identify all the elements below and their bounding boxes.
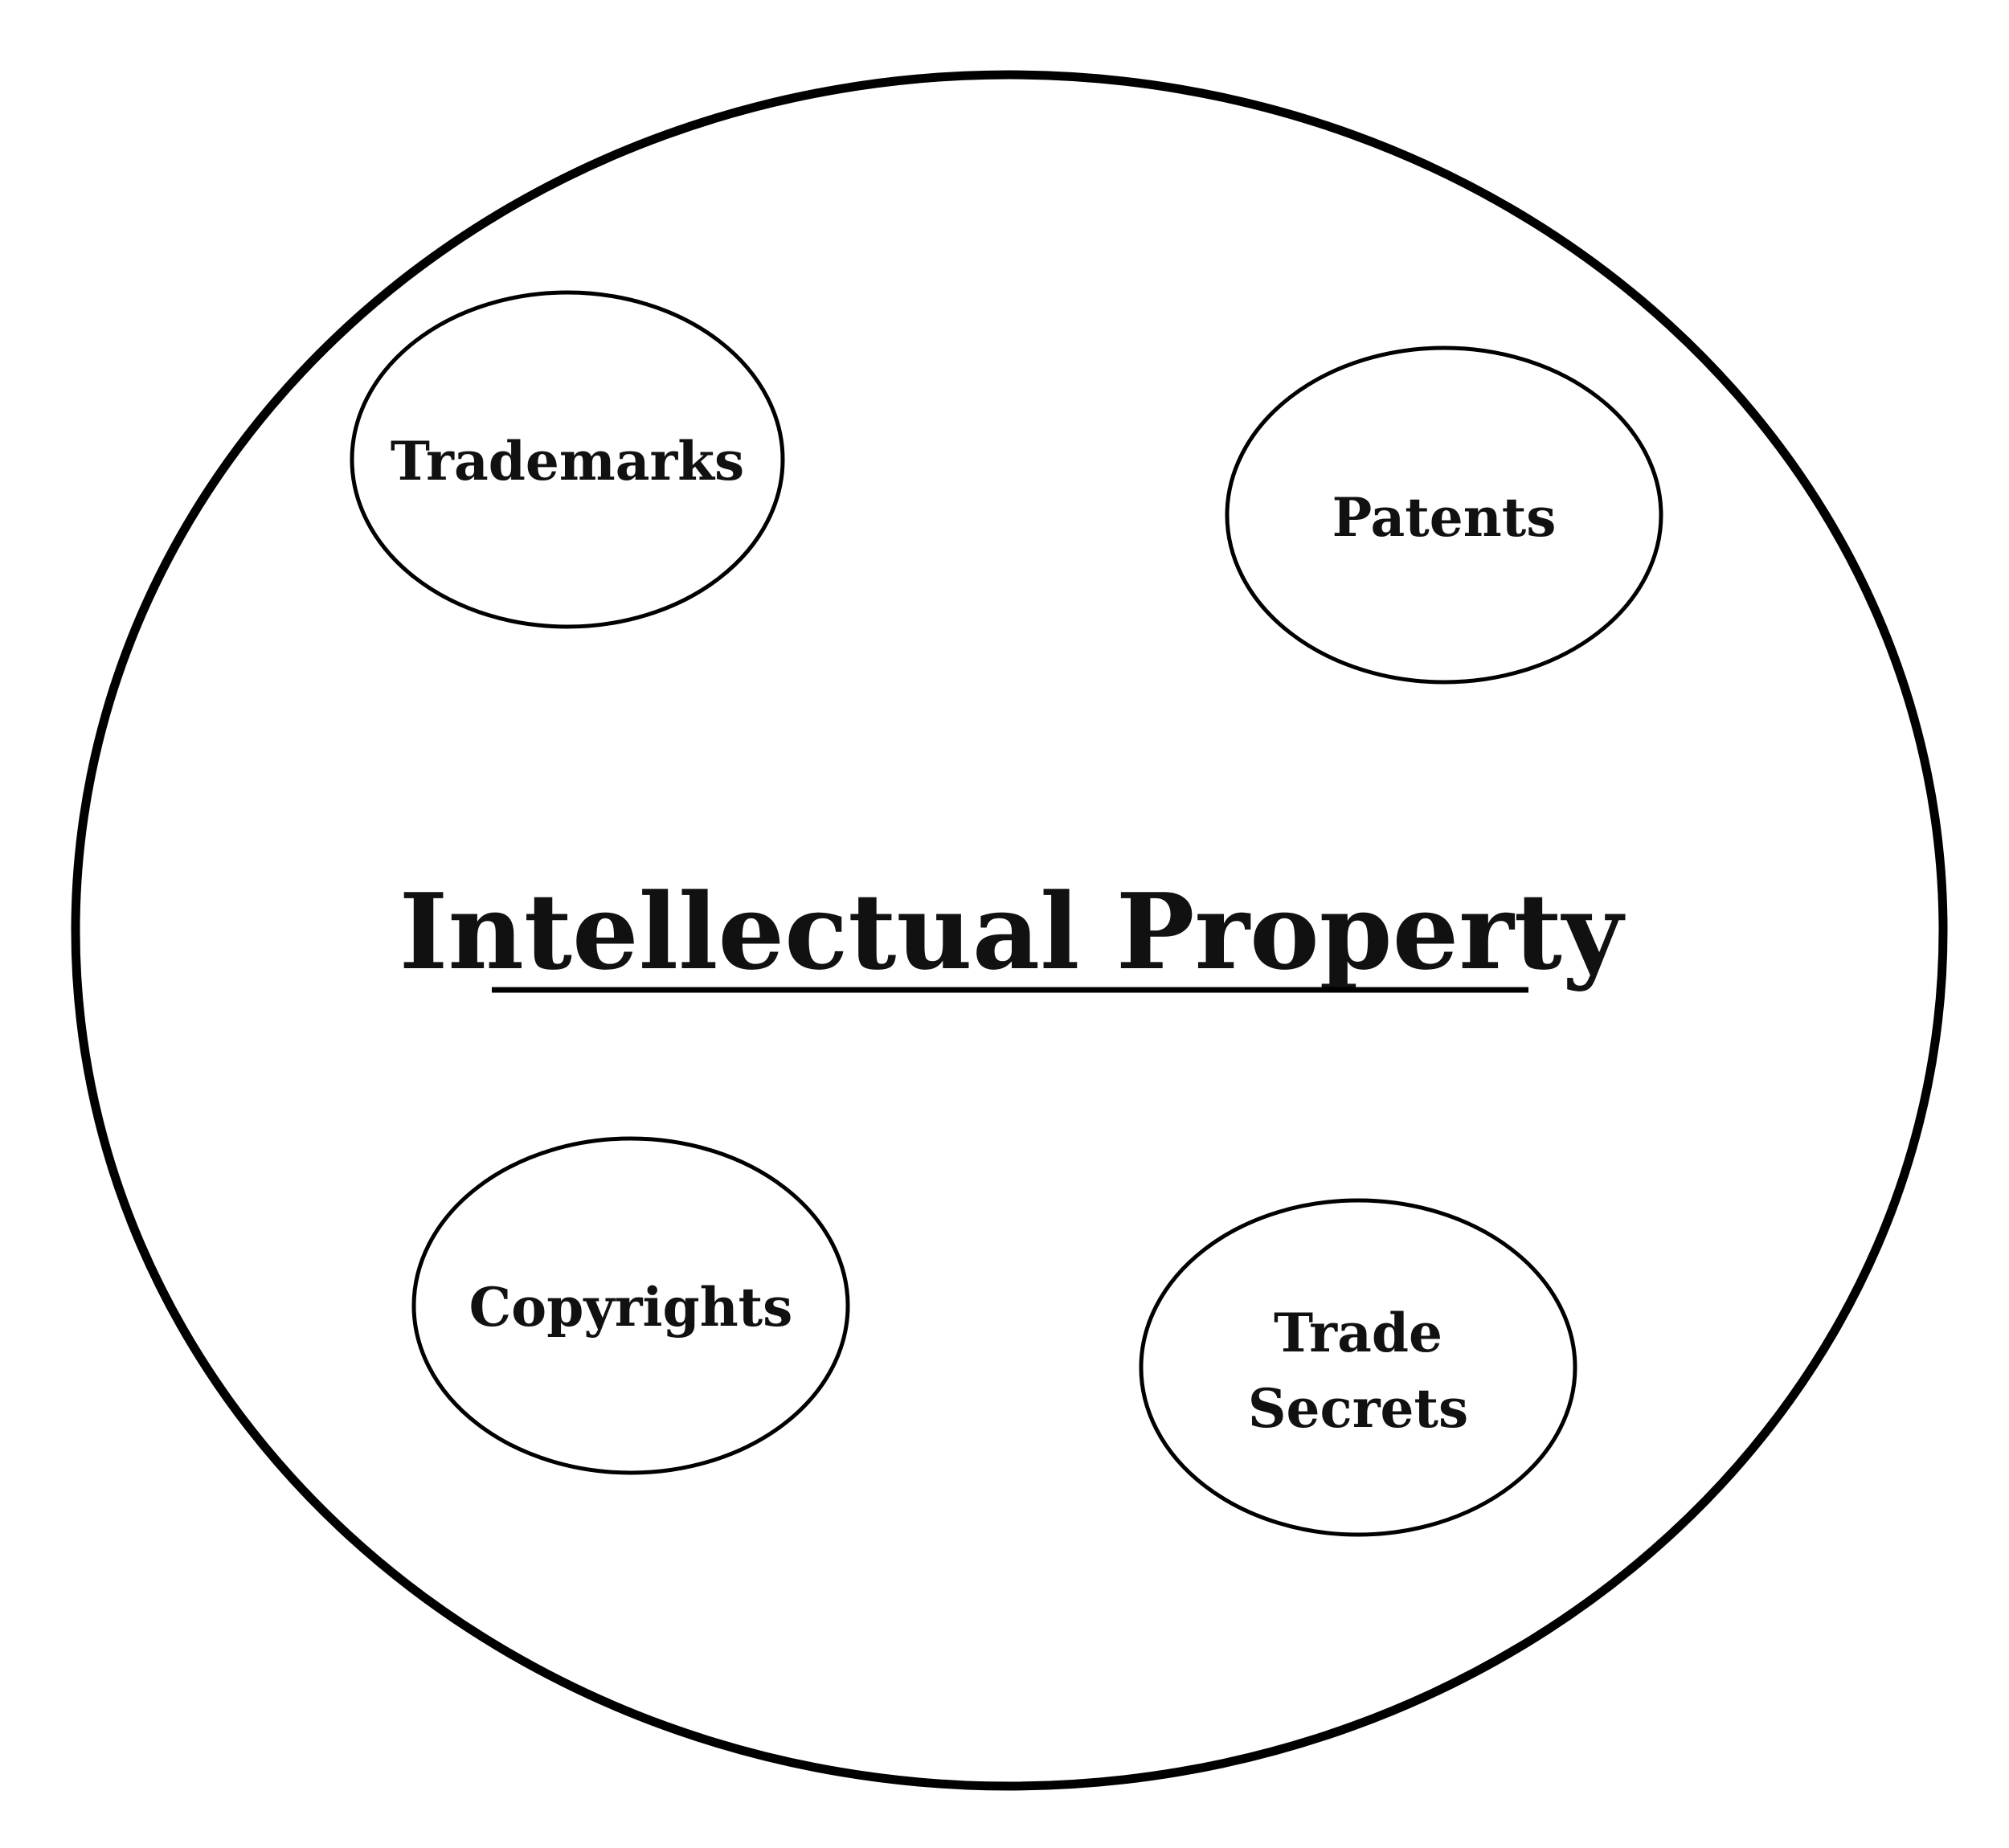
category-trade-secrets: Trade Secrets: [1139, 1198, 1577, 1537]
trade-secrets-label-line1: Trade: [1274, 1302, 1442, 1364]
category-trademarks: Trademarks: [350, 290, 785, 629]
trademarks-ellipse: [350, 290, 785, 629]
outer-ellipse: [71, 70, 1948, 1791]
trade-secrets-label-line2: Secrets: [1248, 1377, 1468, 1440]
trade-secrets-ellipse: [1139, 1198, 1577, 1537]
main-title: Intellectual Property: [399, 870, 1626, 993]
category-patents: Patents: [1225, 345, 1663, 685]
patents-label: Patents: [1332, 486, 1557, 549]
copyrights-ellipse: [411, 1136, 850, 1475]
trademarks-label: Trademarks: [391, 430, 744, 493]
category-copyrights: Copyrights: [411, 1136, 850, 1475]
copyrights-label: Copyrights: [469, 1276, 793, 1339]
patents-ellipse: [1225, 345, 1663, 685]
